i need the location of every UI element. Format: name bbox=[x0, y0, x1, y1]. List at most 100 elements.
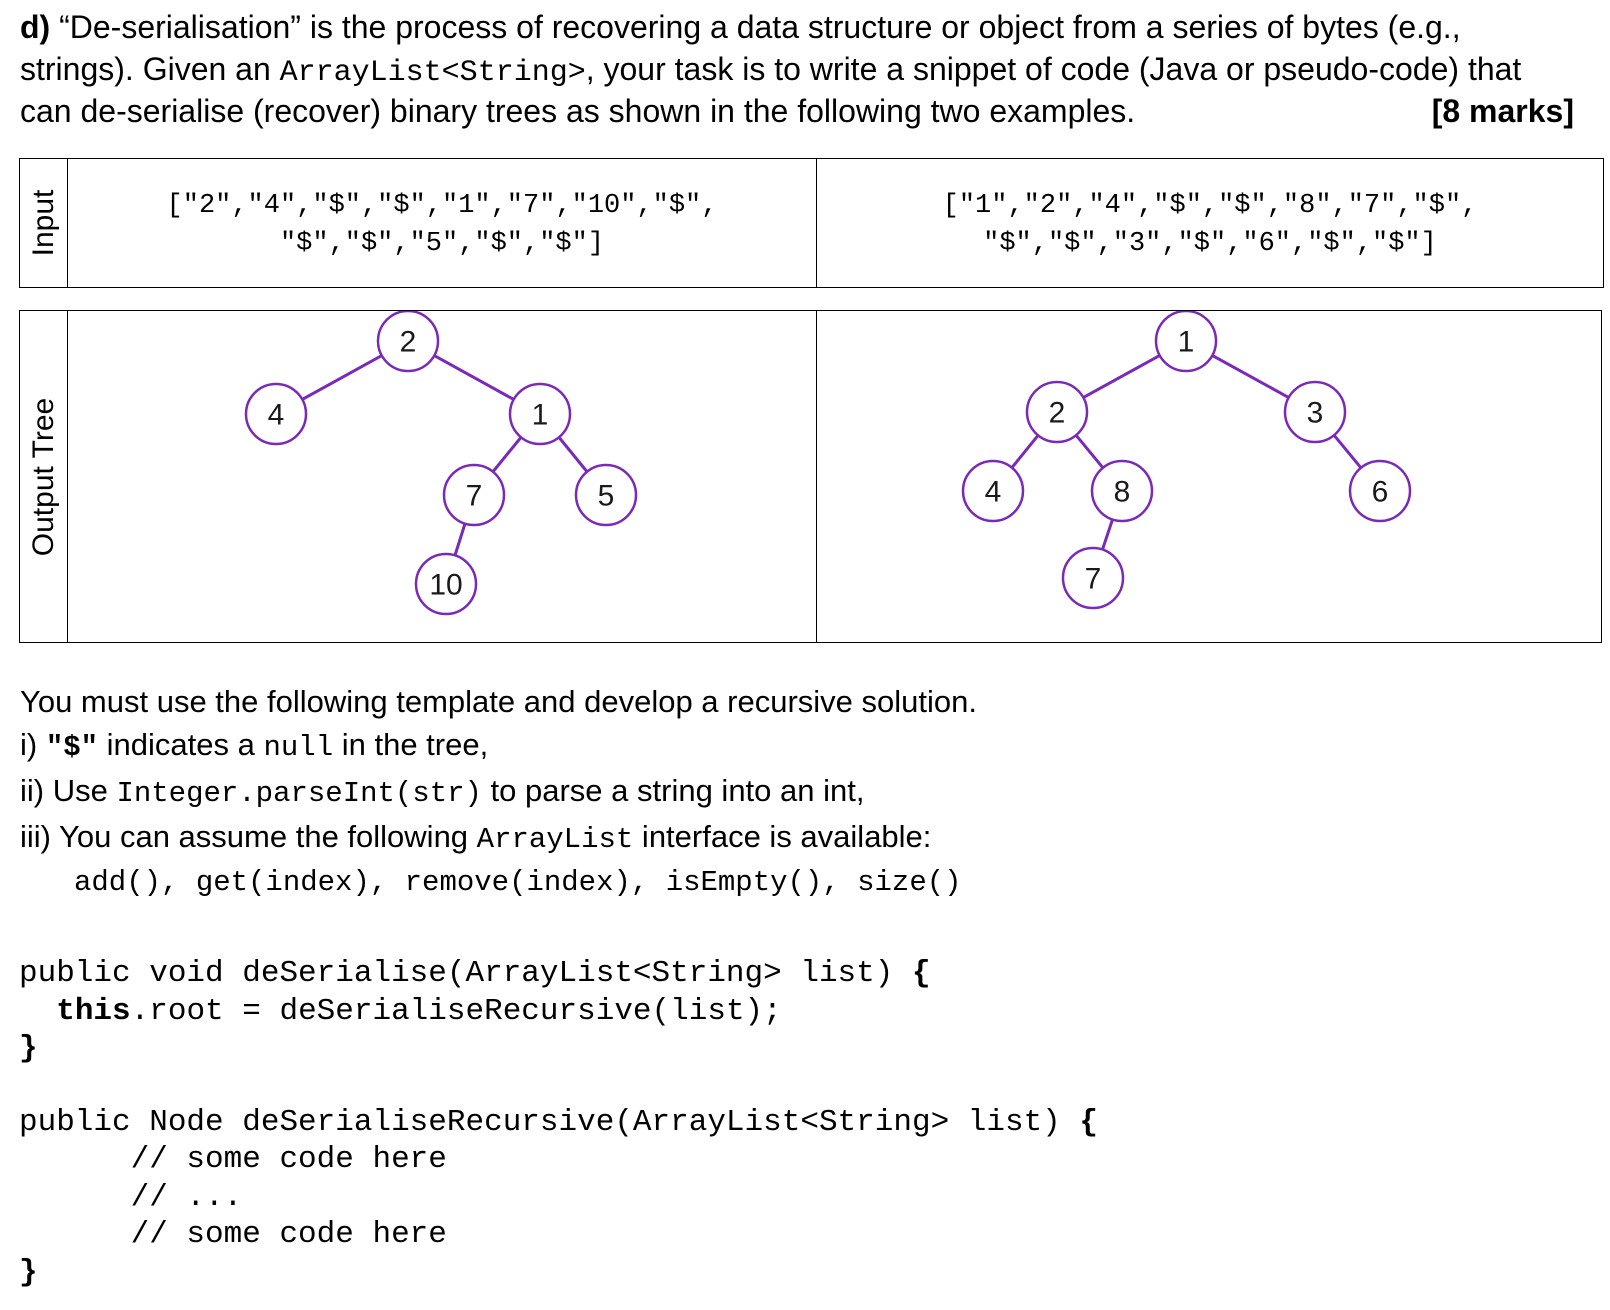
instruction-iii-pre: iii) You can assume the following bbox=[20, 819, 477, 854]
part-label: d) bbox=[20, 9, 51, 45]
tree-node-label: 4 bbox=[268, 399, 285, 432]
tree-edge bbox=[557, 436, 589, 473]
code-method-2-close: } bbox=[19, 1254, 38, 1290]
example-1-input-line-2: "$","$","5","$","$"] bbox=[279, 229, 605, 259]
tree-node-3: 3 bbox=[1283, 380, 1347, 444]
tree-node-circle bbox=[442, 463, 506, 527]
tree-node-1: 1 bbox=[508, 382, 572, 446]
tree-node-10: 10 bbox=[414, 552, 478, 616]
input-label-text: Input bbox=[26, 189, 60, 257]
example-2-input-line-2: "$","$","3","$","6","$","$"] bbox=[983, 229, 1437, 259]
instruction-ii-post: to parse a string into an int, bbox=[481, 773, 865, 808]
code-comment-text: // ... bbox=[130, 1179, 243, 1215]
code-comment-3: // some code here bbox=[19, 1216, 1098, 1254]
tree-node-circle bbox=[1348, 459, 1412, 523]
code-comment-1: // some code here bbox=[19, 1141, 1098, 1179]
instruction-iii: iii) You can assume the following ArrayL… bbox=[20, 815, 977, 861]
code-method-name: deSerialise bbox=[242, 956, 447, 991]
example-2-input-line-1: ["1","2","4","$","$","8","7","$", bbox=[942, 191, 1478, 221]
code-template: public void deSerialise(ArrayList<String… bbox=[19, 955, 1098, 1291]
code-comment-text: // some code here bbox=[130, 1217, 447, 1252]
tree-node-2: 2 bbox=[376, 311, 440, 373]
arraylist-methods: add(), get(index), remove(index), isEmpt… bbox=[74, 866, 962, 899]
tree-node-5: 5 bbox=[574, 463, 638, 527]
tree-node-4: 4 bbox=[961, 459, 1025, 523]
example-2-tree-cell: 1 2 3 4 8 6 7 bbox=[816, 310, 1602, 643]
instruction-ii: ii) Use Integer.parseInt(str) to parse a… bbox=[20, 769, 977, 815]
tree-node-circle bbox=[1025, 380, 1089, 444]
code-body-statement: .root = deSerialiseRecursive(list); bbox=[130, 993, 782, 1029]
question-line-3: can de-serialise (recover) binary trees … bbox=[20, 90, 1580, 132]
parseint-code: Integer.parseInt(str) bbox=[116, 777, 482, 810]
input-table: Input ["2","4","$","$","1","7","10","$",… bbox=[19, 158, 1604, 288]
tree-node-7: 7 bbox=[1061, 546, 1125, 610]
tree-node-label: 10 bbox=[429, 569, 462, 602]
arraylist-code: ArrayList bbox=[476, 823, 634, 856]
question-line-1-text: “De-serialisation” is the process of rec… bbox=[50, 9, 1461, 45]
tree-node-label: 1 bbox=[1178, 326, 1195, 359]
output-row-label: Output Tree bbox=[19, 310, 68, 643]
example-1-tree: 2 4 17 5 10 bbox=[244, 311, 638, 616]
tree-node-label: 2 bbox=[1049, 397, 1066, 430]
tree-edge bbox=[1010, 434, 1040, 469]
tree-node-label: 1 bbox=[532, 399, 549, 432]
code-comment-2: // ... bbox=[19, 1179, 1098, 1217]
code-params: (ArrayList<String> list) bbox=[446, 956, 912, 991]
example-2-input: ["1","2","4","$","$","8","7","$", "$","$… bbox=[816, 158, 1604, 288]
null-code: null bbox=[263, 731, 334, 764]
output-label-text: Output Tree bbox=[26, 397, 60, 556]
tree-node-circle bbox=[961, 459, 1025, 523]
code-params: (ArrayList<String> list) bbox=[614, 1104, 1080, 1140]
example-1-input-line-1: ["2","4","$","$","1","7","10","$", bbox=[166, 191, 718, 221]
tree-node-label: 5 bbox=[598, 480, 615, 513]
question-line-2-pre: strings). Given an bbox=[20, 51, 280, 87]
tree-node-label: 6 bbox=[1372, 476, 1389, 509]
tree-node-2: 2 bbox=[1025, 380, 1089, 444]
marks-label: [8 marks] bbox=[1431, 93, 1574, 129]
question-line-2: strings). Given an ArrayList<String>, yo… bbox=[20, 48, 1580, 90]
tree-node-circle bbox=[376, 311, 440, 373]
code-keywords: public void bbox=[19, 956, 243, 991]
instruction-iii-post: interface is available: bbox=[633, 819, 932, 854]
instruction-i-pre: i) bbox=[20, 727, 46, 762]
tree-edge bbox=[1074, 434, 1105, 469]
code-comment-text: // some code here bbox=[130, 1142, 447, 1177]
question-line-3-text: can de-serialise (recover) binary trees … bbox=[20, 93, 1136, 129]
tree-node-4: 4 bbox=[244, 382, 308, 446]
tree-node-circle bbox=[414, 552, 478, 616]
tree-node-label: 7 bbox=[1085, 563, 1102, 596]
tree-node-8: 8 bbox=[1090, 459, 1154, 523]
code-keywords: public Node bbox=[19, 1104, 243, 1140]
instructions: You must use the following template and … bbox=[20, 680, 977, 904]
code-method-1-close: } bbox=[19, 1031, 38, 1066]
example-1-input: ["2","4","$","$","1","7","10","$", "$","… bbox=[67, 158, 817, 288]
dollar-code: "$" bbox=[45, 731, 99, 764]
code-method-1-body: this.root = deSerialiseRecursive(list); bbox=[19, 993, 1098, 1031]
input-row-label: Input bbox=[19, 158, 68, 288]
tree-node-7: 7 bbox=[442, 463, 506, 527]
instruction-i-post: in the tree, bbox=[333, 727, 489, 762]
tree-node-label: 2 bbox=[400, 326, 417, 359]
tree-edge bbox=[1082, 354, 1161, 399]
tree-node-label: 8 bbox=[1114, 476, 1131, 509]
instruction-i: i) "$" indicates a null in the tree, bbox=[20, 723, 977, 769]
code-open-brace: { bbox=[911, 956, 931, 991]
code-method-1-signature: public void deSerialise(ArrayList<String… bbox=[19, 955, 1098, 993]
question-text: d) “De-serialisation” is the process of … bbox=[20, 6, 1580, 132]
instructions-intro: You must use the following template and … bbox=[20, 684, 977, 719]
instruction-ii-pre: ii) Use bbox=[20, 773, 117, 808]
tree-node-circle bbox=[1283, 380, 1347, 444]
code-method-name: deSerialiseRecursive bbox=[242, 1104, 615, 1140]
tree-edge bbox=[1332, 434, 1363, 469]
code-method-2-signature: public Node deSerialiseRecursive(ArrayLi… bbox=[19, 1104, 1098, 1142]
tree-edge bbox=[1211, 354, 1290, 399]
tree-node-1: 1 bbox=[1154, 311, 1218, 373]
tree-edge bbox=[491, 436, 523, 473]
tree-node-circle bbox=[1061, 546, 1125, 610]
question-line-1: d) “De-serialisation” is the process of … bbox=[20, 6, 1580, 48]
tree-node-circle bbox=[1154, 311, 1218, 373]
example-2-tree: 1 2 3 4 8 6 7 bbox=[961, 311, 1412, 610]
code-this-keyword: this bbox=[56, 993, 131, 1029]
